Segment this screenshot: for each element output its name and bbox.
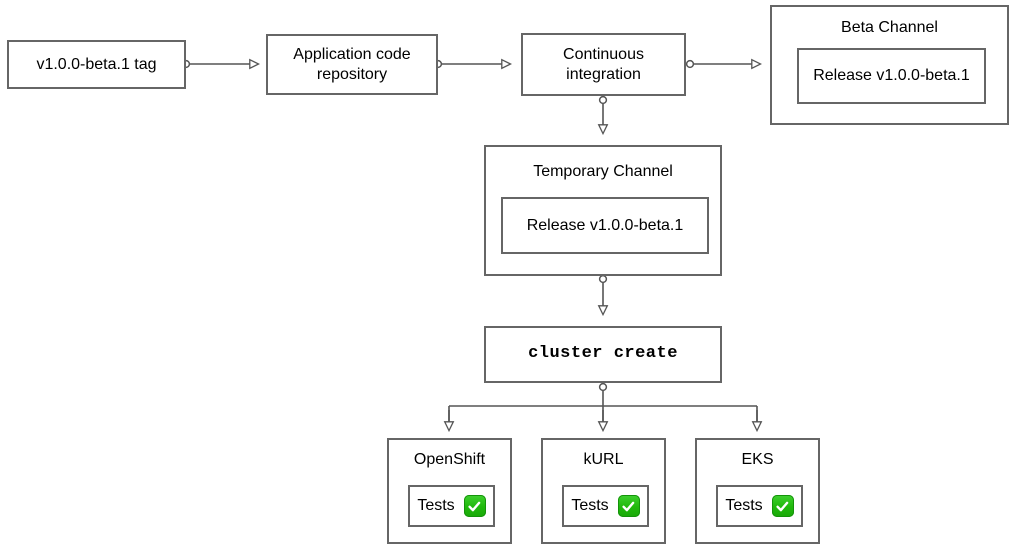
edge-cluster-create-to-platforms (449, 382, 757, 430)
node-beta-channel-title: Beta Channel (841, 19, 938, 36)
node-continuous-integration-label: Continuous integration (563, 46, 644, 83)
edge-repo-to-ci (433, 61, 510, 68)
node-cluster-create-label: cluster create (528, 344, 678, 364)
eks-tests-row: Tests (725, 495, 794, 517)
node-temporary-channel-title: Temporary Channel (533, 163, 673, 180)
check-mark-button-icon (617, 495, 640, 517)
node-version-tag[interactable]: v1.0.0-beta.1 tag (7, 40, 186, 89)
node-eks-tests-label: Tests (725, 497, 763, 515)
node-openshift[interactable]: OpenShift Tests (387, 438, 512, 544)
node-openshift-tests[interactable]: Tests (408, 485, 495, 527)
node-version-tag-label: v1.0.0-beta.1 tag (36, 55, 157, 73)
node-beta-channel[interactable]: Beta Channel Release v1.0.0-beta.1 (770, 5, 1009, 125)
kurl-tests-row: Tests (571, 495, 640, 517)
node-kurl[interactable]: kURL Tests (541, 438, 666, 544)
edge-ci-to-beta-channel (685, 61, 760, 68)
node-eks-tests[interactable]: Tests (716, 485, 803, 527)
node-temporary-channel[interactable]: Temporary Channel Release v1.0.0-beta.1 (484, 145, 722, 276)
node-eks[interactable]: EKS Tests (695, 438, 820, 544)
check-mark-button-icon (463, 495, 486, 517)
node-eks-title: EKS (741, 451, 774, 468)
node-kurl-tests-label: Tests (571, 497, 609, 515)
node-cluster-create[interactable]: cluster create (484, 326, 722, 383)
node-openshift-title: OpenShift (413, 451, 486, 468)
openshift-tests-row: Tests (417, 495, 486, 517)
check-mark-button-icon (771, 495, 794, 517)
node-beta-channel-release-label: Release v1.0.0-beta.1 (813, 67, 970, 85)
node-application-code-repository[interactable]: Application code repository (266, 34, 438, 95)
node-temporary-channel-release[interactable]: Release v1.0.0-beta.1 (501, 197, 709, 254)
edge-temporary-channel-to-cluster-create (600, 274, 607, 314)
node-continuous-integration[interactable]: Continuous integration (521, 33, 686, 96)
node-temporary-channel-release-label: Release v1.0.0-beta.1 (526, 216, 684, 234)
node-kurl-tests[interactable]: Tests (562, 485, 649, 527)
node-application-code-repository-label: Application code repository (293, 46, 411, 83)
node-beta-channel-release[interactable]: Release v1.0.0-beta.1 (797, 48, 986, 104)
node-openshift-tests-label: Tests (417, 497, 455, 515)
edge-tag-to-repo (181, 61, 258, 68)
edge-ci-to-temporary-channel (600, 95, 607, 133)
node-kurl-title: kURL (583, 451, 624, 468)
